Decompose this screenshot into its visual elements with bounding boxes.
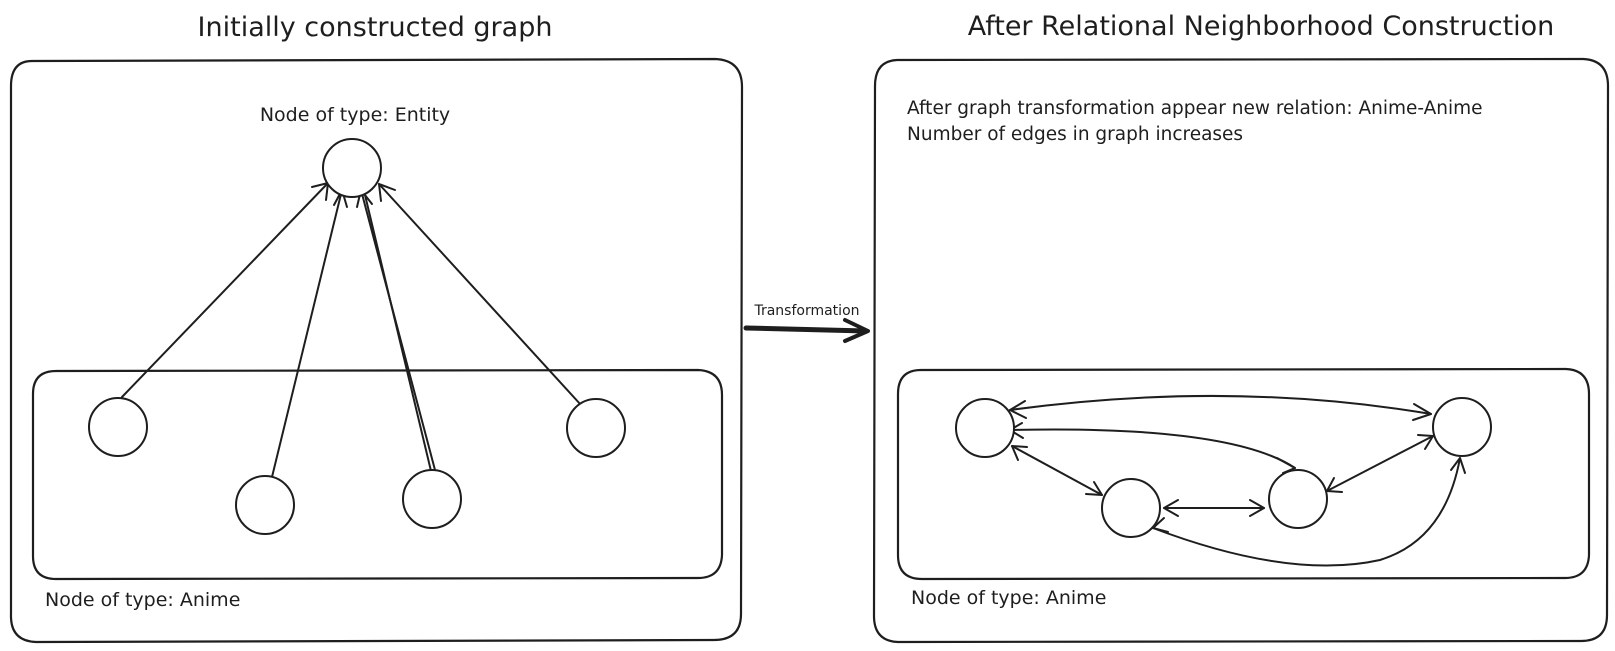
arrowhead xyxy=(1085,481,1103,496)
left-anime-group-label: Node of type: Anime xyxy=(45,589,240,611)
arrowhead xyxy=(1412,403,1432,421)
right-panel: After Relational Neighborhood Constructi… xyxy=(872,11,1610,644)
entity-node xyxy=(322,138,382,198)
anime-node-b xyxy=(1101,478,1161,538)
right-anime-group-box xyxy=(896,367,1591,581)
edge-a-d xyxy=(1009,394,1432,415)
right-note-line-2: Number of edges in graph increases xyxy=(907,124,1243,145)
edge-anime-4-to-entity xyxy=(378,183,582,406)
edge-anime-1-to-entity xyxy=(121,182,329,398)
arrowhead xyxy=(1417,434,1434,450)
anime-node-4 xyxy=(566,398,626,458)
edge-b-d xyxy=(1152,457,1461,567)
left-panel: Initially constructed graph Node of type… xyxy=(9,12,744,644)
left-outer-frame xyxy=(9,57,744,644)
right-anime-group-label: Node of type: Anime xyxy=(911,587,1106,609)
right-outer-frame xyxy=(872,57,1610,644)
right-panel-title: After Relational Neighborhood Constructi… xyxy=(968,11,1555,42)
arrowhead xyxy=(1011,445,1028,461)
left-panel-title: Initially constructed graph xyxy=(198,12,553,43)
edge-c-d xyxy=(1326,435,1434,492)
anime-node-2 xyxy=(235,475,295,535)
arrowhead xyxy=(1249,499,1265,517)
transformation-arrow: Transformation xyxy=(743,303,870,343)
anime-node-3 xyxy=(402,469,462,529)
anime-node-a xyxy=(955,398,1015,458)
edge-a-c xyxy=(1009,428,1296,469)
arrowhead xyxy=(1009,400,1027,419)
anime-node-d xyxy=(1432,397,1492,457)
anime-node-c xyxy=(1268,469,1328,529)
entity-node-label: Node of type: Entity xyxy=(260,104,450,126)
edge-anime-2-to-entity xyxy=(271,189,343,478)
transformation-arrowhead xyxy=(843,318,870,343)
edge-anime-3-to-entity-stroke xyxy=(364,194,432,472)
edge-a-b xyxy=(1011,445,1103,496)
arrowhead xyxy=(1450,457,1466,474)
transformation-label: Transformation xyxy=(753,303,859,319)
arrowhead xyxy=(1326,477,1343,493)
anime-node-1 xyxy=(88,397,148,457)
transformation-arrow-shaft xyxy=(743,325,869,334)
arrowhead xyxy=(1163,499,1179,517)
right-note-line-1: After graph transformation appear new re… xyxy=(907,98,1483,119)
left-anime-group-box xyxy=(31,368,724,581)
arrowhead xyxy=(378,183,396,202)
